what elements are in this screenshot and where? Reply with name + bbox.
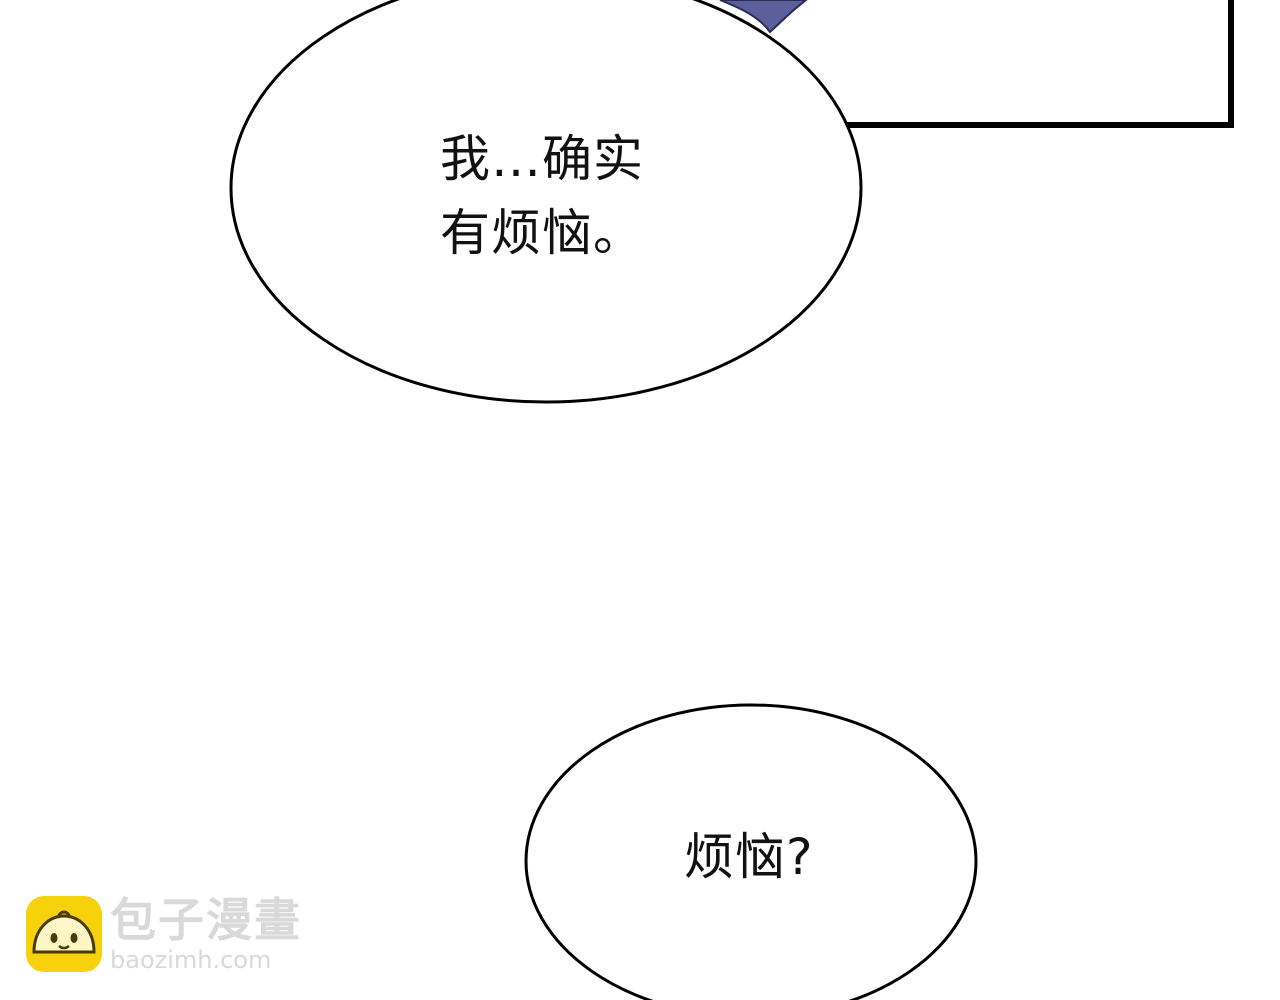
- speech-bubble-2: [524, 703, 978, 1000]
- panel-frame: [820, 0, 1234, 128]
- speech-bubble-1-text: 我…确实 有烦恼。: [440, 122, 740, 270]
- speech-line: 有烦恼。: [440, 204, 644, 262]
- bun-mascot-icon: [26, 896, 102, 972]
- speech-line: 烦恼?: [684, 828, 814, 886]
- hair-strand: [719, 0, 808, 34]
- speech-bubble-1: [229, 0, 863, 404]
- watermark-url: baozimh.com: [110, 946, 272, 974]
- speech-bubble-2-text: 烦恼?: [684, 820, 884, 894]
- watermark: 包子漫畫 baozimh.com: [22, 892, 342, 982]
- watermark-site-name: 包子漫畫: [110, 893, 302, 947]
- speech-line: 我…确实: [440, 130, 644, 188]
